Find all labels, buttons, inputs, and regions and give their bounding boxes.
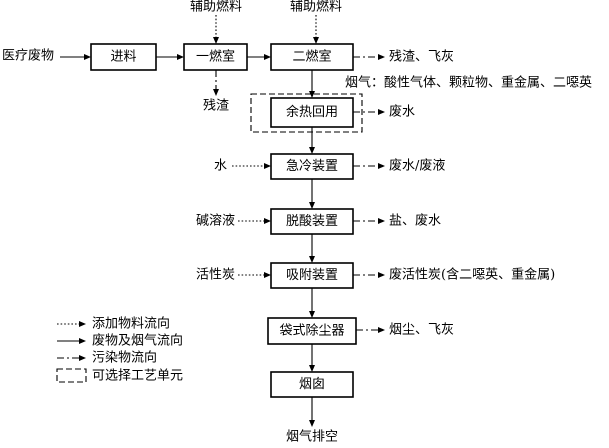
primary-chamber-label: 一燃室	[196, 49, 235, 65]
feed-label: 进料	[110, 50, 136, 65]
legend-pollutant-flow: 污染物流向	[92, 350, 157, 366]
flue-gas-note: 烟气：酸性气体、颗粒物、重金属、二噁英	[345, 75, 592, 91]
aux-fuel-label-2: 辅助燃料	[290, 0, 342, 15]
chimney-label: 烟囱	[299, 377, 325, 392]
salt-wastewater-label: 盐、废水	[389, 213, 441, 229]
legend-optional-unit: 可选择工艺单元	[92, 369, 183, 384]
dust-fly-ash-label: 烟尘、飞灰	[389, 323, 454, 338]
baghouse-box	[267, 317, 357, 345]
input-labels: 医疗废物 辅助燃料 辅助燃料 水 碱溶液 活性炭	[2, 0, 342, 283]
spent-carbon-label: 废活性炭(含二噁英、重金属)	[389, 267, 555, 283]
activated-carbon-label: 活性炭	[196, 268, 235, 283]
optional-unit-frame	[250, 93, 363, 133]
wastewater-waste-liquid-label: 废水/废液	[389, 158, 445, 174]
added-material-arrows	[213, 15, 319, 278]
process-boxes: 进料 一燃室 二燃室 余热回用 急冷装置 脱酸装置 吸附装置 袋式除尘器 烟囱	[90, 43, 357, 398]
feed-box	[90, 43, 157, 71]
secondary-chamber-label: 二燃室	[292, 49, 331, 65]
legend-waste-gas-flow: 废物及烟气流向	[92, 333, 183, 349]
legend-added-material: 添加物料流向	[92, 316, 170, 332]
medical-waste-label: 医疗废物	[2, 48, 54, 64]
pollutant-arrows	[213, 54, 385, 333]
wastewater-label: 废水	[389, 104, 415, 120]
baghouse-label: 袋式除尘器	[279, 324, 344, 339]
aux-fuel-label-1: 辅助燃料	[190, 0, 242, 15]
primary-chamber-box	[183, 43, 248, 71]
residue-label: 残渣	[203, 99, 229, 114]
adsorber-box	[270, 262, 354, 289]
residue-fly-ash-label: 残渣、飞灰	[389, 50, 454, 65]
chimney-box	[270, 371, 354, 398]
secondary-chamber-box	[270, 43, 354, 71]
waste-flow-arrows	[60, 54, 315, 427]
deacid-label: 脱酸装置	[286, 214, 338, 229]
waste-heat-label: 余热回用	[286, 104, 338, 120]
quench-label: 急冷装置	[286, 159, 338, 174]
output-labels: 残渣 残渣、飞灰 烟气：酸性气体、颗粒物、重金属、二噁英 废水 废水/废液 盐、…	[203, 50, 592, 445]
alkali-label: 碱溶液	[196, 214, 235, 229]
legend: 添加物料流向 废物及烟气流向 污染物流向 可选择工艺单元	[56, 316, 183, 384]
deacid-box	[270, 208, 354, 235]
quench-box	[270, 153, 354, 180]
legend-dashed-box	[56, 368, 87, 383]
adsorber-label: 吸附装置	[286, 268, 338, 283]
waste-heat-box	[270, 97, 354, 128]
water-label: 水	[214, 159, 227, 174]
exhaust-label: 烟气排空	[286, 429, 338, 445]
